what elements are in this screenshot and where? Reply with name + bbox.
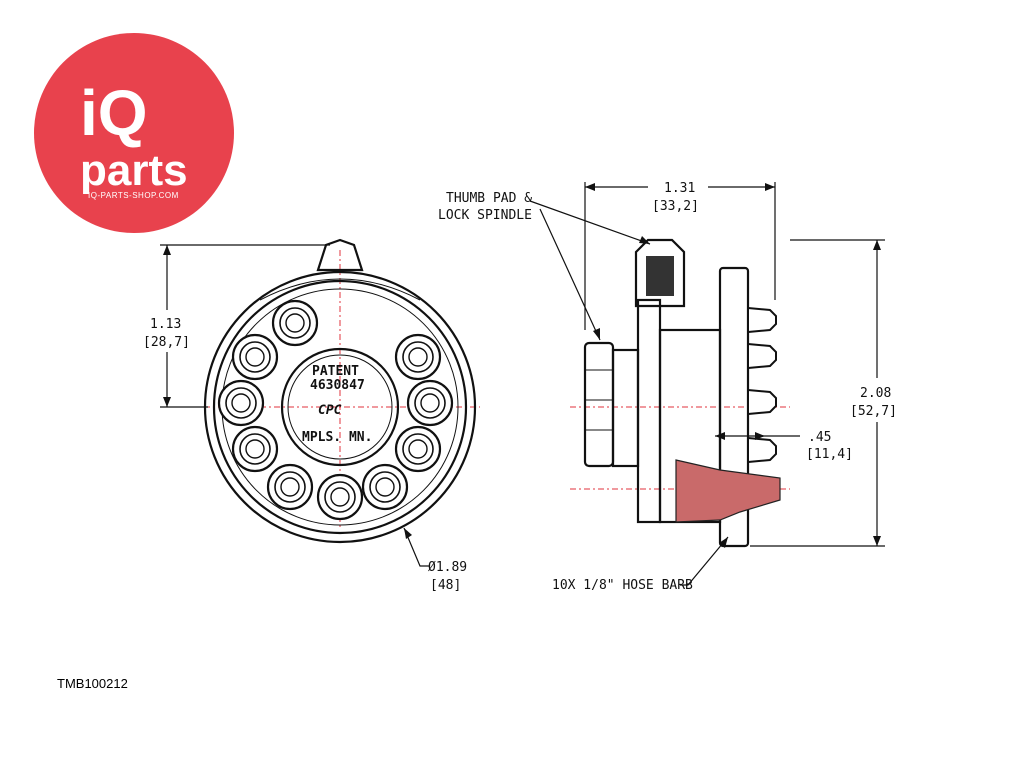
hose-port-ring [408, 347, 428, 367]
hose-port-ring [280, 477, 300, 497]
dim-total-value: 2.08 [860, 386, 891, 401]
side-view: 1.31 [33,2] 2.08 [52,7] .45 [11,4] THUMB… [438, 181, 897, 593]
hose-port-ring [285, 313, 305, 333]
dim-diameter-mm: [48] [430, 578, 461, 593]
dim-width-mm: [33,2] [652, 199, 699, 214]
dim-diameter-arrow [404, 528, 412, 539]
hose-port-ring [245, 439, 265, 459]
hose-barb [747, 342, 777, 370]
hose-port-ring [369, 471, 401, 503]
dim-offset-arrows [715, 432, 765, 440]
callout-thumb-line1: THUMB PAD & [446, 191, 532, 206]
thumb-pad-side [634, 238, 686, 308]
dim-total-mm: [52,7] [850, 404, 897, 419]
logo-url-text: IQ-PARTS-SHOP.COM [88, 191, 179, 200]
hose-port-ring [414, 387, 446, 419]
hose-port-ring [375, 477, 395, 497]
iq-parts-logo: iQ parts IQ-PARTS-SHOP.COM [34, 33, 234, 233]
dim-diameter-value: Ø1.89 [428, 560, 467, 575]
rear-knob [583, 341, 615, 468]
hose-barb [747, 306, 777, 334]
hose-port-ring [239, 341, 271, 373]
hose-port-ring [408, 439, 428, 459]
dim-offset-mm: [11,4] [806, 447, 853, 462]
dim-height-value: 1.13 [150, 317, 181, 332]
stamp-brand: CPC [318, 403, 342, 418]
logo-text-bottom: parts [80, 146, 188, 195]
outer-ring-inner [212, 279, 468, 535]
hose-port-ring [324, 481, 356, 513]
callout-thumb-leader-1 [529, 200, 651, 245]
hose-port-ring [239, 433, 271, 465]
hose-port-ring [231, 393, 251, 413]
callout-thumb-leader-2 [539, 208, 601, 341]
center-hub [280, 347, 400, 467]
stamp-number: 4630847 [310, 378, 365, 393]
callout-hose-barb-leader [680, 536, 729, 586]
hose-port-ring [225, 387, 257, 419]
hose-port-ring [402, 433, 434, 465]
hose-port-ring [274, 471, 306, 503]
logo-text-top: iQ [80, 77, 148, 149]
hose-port-ring [245, 347, 265, 367]
callout-thumb-line2: LOCK SPINDLE [438, 208, 532, 223]
dim-offset-value: .45 [808, 430, 831, 445]
hose-port-ring [420, 393, 440, 413]
hose-barb [747, 436, 777, 464]
hose-port-ring [402, 341, 434, 373]
thumb-arc [259, 278, 421, 301]
front-view: PATENT 4630847 CPC MPLS. MN. 1.13 [28,7]… [143, 238, 480, 593]
hose-port-ring [330, 487, 350, 507]
dim-height-mm: [28,7] [143, 335, 190, 350]
center-hub-inner [287, 354, 393, 460]
callout-hose-barb: 10X 1/8" HOSE BARB [552, 578, 693, 593]
callout-hose-barb-arrow [719, 537, 728, 548]
hose-barb [747, 388, 777, 416]
hose-barbs [747, 306, 777, 464]
part-code: TMB100212 [57, 676, 128, 691]
stamp-city: MPLS. MN. [302, 430, 372, 445]
thumb-pad [316, 238, 364, 272]
body-neck [611, 348, 640, 468]
callout-thumb-arrows [593, 236, 650, 340]
hose-port-ring [279, 307, 311, 339]
stamp-patent: PATENT [312, 364, 359, 379]
hose-ports [217, 299, 454, 521]
dim-width-value: 1.31 [664, 181, 695, 196]
hose-barb-section [675, 459, 781, 523]
lock-spindle [646, 256, 674, 296]
dim-diameter-leader [403, 527, 430, 567]
